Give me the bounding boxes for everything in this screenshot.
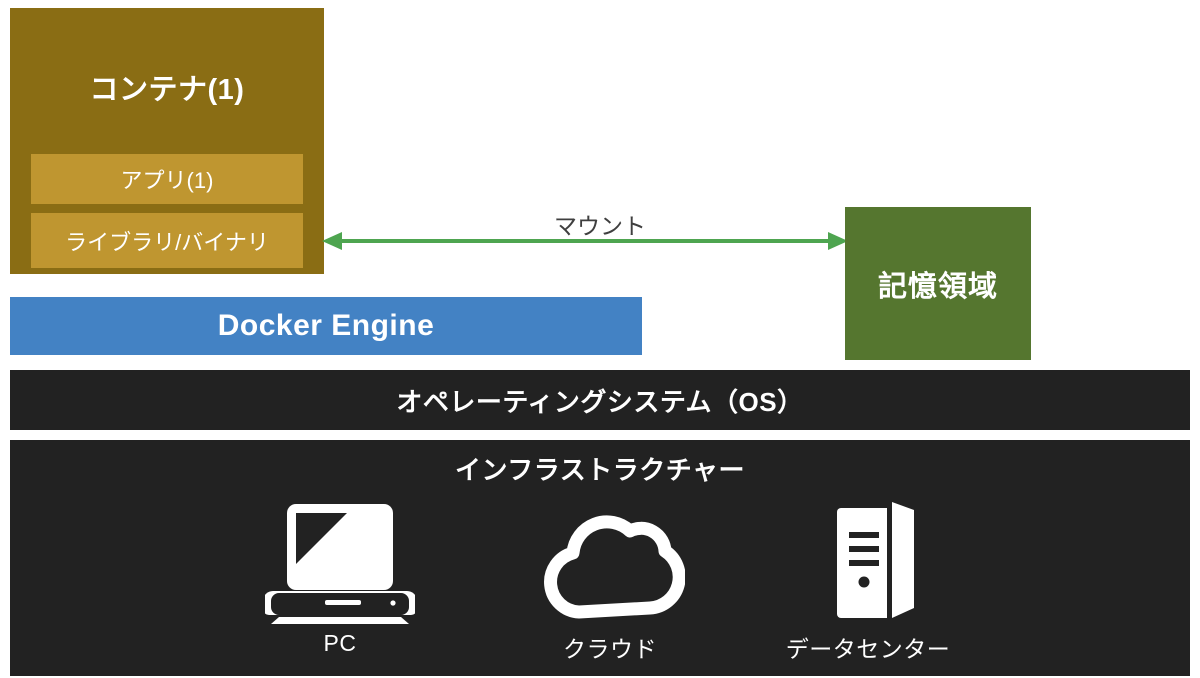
docker-engine-block: Docker Engine bbox=[10, 297, 642, 355]
server-tower-icon bbox=[758, 482, 978, 624]
operating-system-block: オペレーティングシステム（OS） bbox=[10, 370, 1190, 430]
mount-arrow bbox=[320, 228, 850, 254]
container-layer-app-label: アプリ(1) bbox=[120, 168, 214, 193]
cloud-icon bbox=[500, 482, 720, 624]
storage-label: 記憶領域 bbox=[877, 270, 998, 303]
mount-arrow-icon bbox=[322, 232, 848, 250]
laptop-icon bbox=[230, 482, 450, 624]
container-block: コンテナ(1) アプリ(1) ライブラリ/バイナリ bbox=[10, 8, 324, 274]
infrastructure-title: インフラストラクチャー bbox=[455, 455, 745, 485]
infrastructure-item-pc-label: PC bbox=[323, 630, 357, 656]
infrastructure-item-datacenter: データセンター bbox=[758, 482, 978, 664]
container-layer-app: アプリ(1) bbox=[31, 154, 303, 204]
docker-engine-label: Docker Engine bbox=[217, 309, 435, 342]
infrastructure-item-pc: PC bbox=[230, 482, 450, 657]
container-title: コンテナ(1) bbox=[89, 74, 245, 106]
infrastructure-item-cloud: クラウド bbox=[500, 482, 720, 664]
container-layer-lib: ライブラリ/バイナリ bbox=[31, 213, 303, 268]
infrastructure-item-cloud-label: クラウド bbox=[563, 636, 657, 662]
operating-system-label: オペレーティングシステム（OS） bbox=[396, 386, 804, 417]
mount-label: マウント bbox=[554, 213, 646, 239]
infrastructure-item-datacenter-label: データセンター bbox=[785, 636, 951, 662]
storage-block: 記憶領域 bbox=[845, 207, 1031, 360]
infrastructure-block: インフラストラクチャー PC bbox=[10, 440, 1190, 676]
container-layer-lib-label: ライブラリ/バイナリ bbox=[65, 229, 269, 255]
